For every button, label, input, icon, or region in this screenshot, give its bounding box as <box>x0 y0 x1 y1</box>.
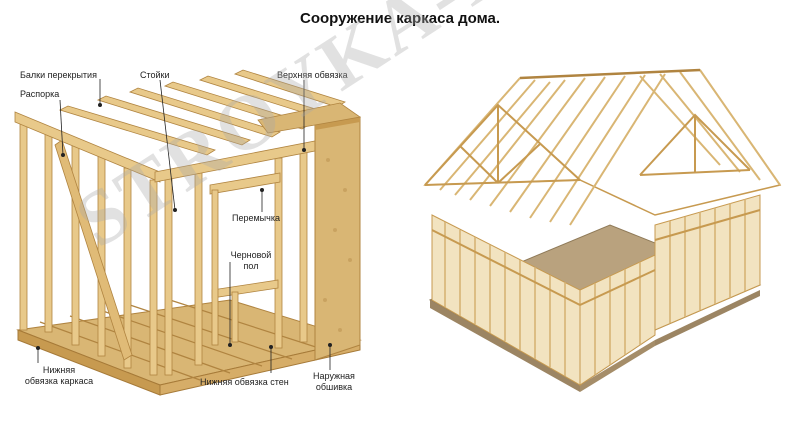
label-bottom-frame-line1: Нижняя <box>42 365 76 375</box>
label-dots <box>36 103 332 350</box>
label-bottom-wall-plate: Нижняя обвязка стен <box>200 377 289 387</box>
frame-drawing <box>14 69 362 396</box>
diagram-title: Сооружение каркаса дома. <box>299 10 500 27</box>
label-brace: Распорка <box>20 89 60 99</box>
label-leaders <box>37 79 331 373</box>
label-sheathing: Наружная обшивка <box>302 371 366 393</box>
label-bottom-frame-line2: обвязка каркаса <box>24 376 94 386</box>
label-subfloor: Черновой пол <box>226 250 276 272</box>
label-top-plate: Верхняя обвязка <box>277 70 348 80</box>
label-studs: Стойки <box>140 70 170 80</box>
label-sheathing-line2: обшивка <box>315 382 353 392</box>
label-subfloor-line2: пол <box>243 261 259 271</box>
label-lintel: Перемычка <box>232 213 280 223</box>
label-subfloor-line1: Черновой <box>230 250 272 260</box>
label-bottom-frame: Нижняя обвязка каркаса <box>14 365 104 387</box>
label-sheathing-line1: Наружная <box>313 371 355 381</box>
house-drawing <box>423 68 782 392</box>
label-ceiling-beams: Балки перекрытия <box>20 70 97 80</box>
